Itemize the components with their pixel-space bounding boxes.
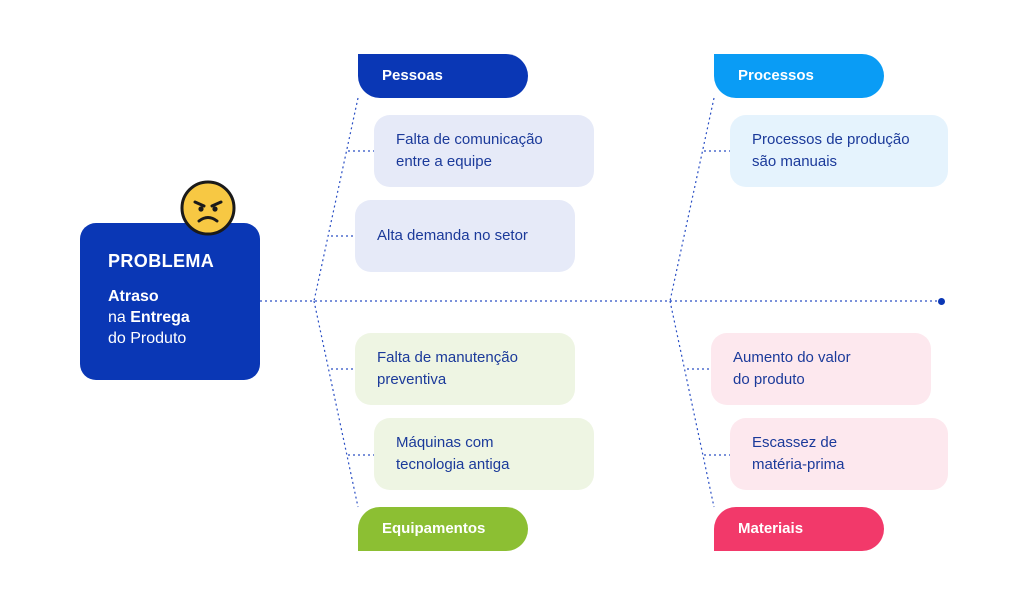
problem-title: PROBLEMA <box>108 251 215 271</box>
category-processos: Processos <box>714 54 884 98</box>
cause-text: Aumento do valor do produto <box>733 349 851 388</box>
cause-card-pessoas-1: Falta de comunicação entre a equipe <box>374 115 594 187</box>
problem-description: Atraso na Entrega do Produto <box>108 286 260 349</box>
bone-pessoas <box>313 97 359 302</box>
cause-card-equipamentos-2: Máquinas com tecnologia antiga <box>374 418 594 490</box>
cause-card-processos-1: Processos de produção são manuais <box>730 115 948 187</box>
problem-box: PROBLEMA Atraso na Entrega do Produto <box>80 223 260 380</box>
cause-text: Escassez de matéria-prima <box>752 434 845 473</box>
category-equipamentos-label: Equipamentos <box>382 520 486 537</box>
category-materiais-label: Materiais <box>738 520 804 537</box>
problem-line-2-prefix: na <box>108 309 131 326</box>
cause-text: Falta de manutenção preventiva <box>377 349 518 388</box>
problem-line-1: Atraso <box>108 288 159 305</box>
cause-card-materiais-1: Aumento do valor do produto <box>711 333 931 405</box>
category-pessoas-label: Pessoas <box>382 67 443 84</box>
bone-materiais <box>669 300 715 508</box>
cause-card-equipamentos-1: Falta de manutenção preventiva <box>355 333 575 405</box>
cause-text: Máquinas com tecnologia antiga <box>396 434 510 473</box>
cause-text: Alta demanda no setor <box>377 227 528 244</box>
problem-line-2-bold: Entrega <box>130 309 190 326</box>
cause-text: Processos de produção são manuais <box>752 131 910 170</box>
category-equipamentos: Equipamentos <box>358 507 528 551</box>
cause-card-pessoas-2: Alta demanda no setor <box>355 200 575 272</box>
bone-equipamentos <box>313 300 359 508</box>
angry-face-icon <box>180 180 236 236</box>
spine-end-dot <box>938 298 945 305</box>
category-materiais: Materiais <box>714 507 884 551</box>
cause-text: Falta de comunicação entre a equipe <box>396 131 543 170</box>
cause-card-materiais-2: Escassez de matéria-prima <box>730 418 948 490</box>
category-pessoas: Pessoas <box>358 54 528 98</box>
category-processos-label: Processos <box>738 67 814 84</box>
problem-line-3: do Produto <box>108 330 187 347</box>
bone-processos <box>669 97 715 302</box>
